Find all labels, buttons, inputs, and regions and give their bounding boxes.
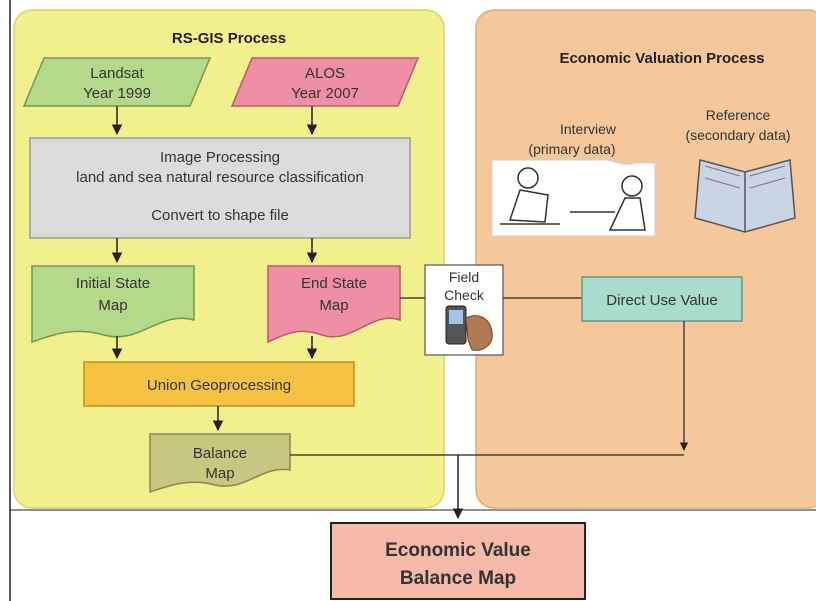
landsat-label-1: Landsat <box>90 65 144 82</box>
initial-state-map <box>31 265 195 344</box>
end-label-2: Map <box>319 297 348 314</box>
economic-panel <box>475 9 816 509</box>
image-processing-box <box>29 137 411 239</box>
interview-illustration-icon <box>491 159 656 237</box>
gps-device-icon <box>445 305 493 351</box>
economic-value-balance-map-box <box>330 522 586 600</box>
balance-label-1: Balance <box>193 445 247 462</box>
economic-title: Economic Valuation Process <box>559 50 764 67</box>
interview-label-1: Interview <box>560 121 617 137</box>
result-label-1: Economic Value <box>385 540 531 561</box>
field-check-label-1: Field <box>449 269 479 285</box>
alos-label-2: Year 2007 <box>291 85 359 102</box>
initial-label-2: Map <box>98 297 127 314</box>
reference-label-2: (secondary data) <box>685 127 790 143</box>
book-icon <box>694 159 796 233</box>
alos-label-1: ALOS <box>305 65 345 82</box>
rs-gis-title: RS-GIS Process <box>172 30 286 47</box>
end-label-1: End State <box>301 275 367 292</box>
result-label-2: Balance Map <box>400 568 516 589</box>
landsat-input <box>22 57 212 107</box>
field-check-label-2: Check <box>444 287 485 303</box>
reference-label-1: Reference <box>706 107 771 123</box>
balance-map <box>149 433 291 494</box>
processing-label-3: Convert to shape file <box>151 207 289 224</box>
union-label: Union Geoprocessing <box>147 377 291 394</box>
landsat-label-2: Year 1999 <box>83 85 151 102</box>
direct-use-value-box <box>581 276 743 322</box>
direct-use-label: Direct Use Value <box>606 292 717 309</box>
end-state-map <box>267 265 401 344</box>
balance-label-2: Map <box>205 465 234 482</box>
alos-input <box>230 57 420 107</box>
union-geoprocessing-box <box>83 361 355 407</box>
initial-label-1: Initial State <box>76 275 150 292</box>
processing-label-2: land and sea natural resource classifica… <box>76 169 364 186</box>
processing-label-1: Image Processing <box>160 149 280 166</box>
interview-label-2: (primary data) <box>528 141 615 157</box>
